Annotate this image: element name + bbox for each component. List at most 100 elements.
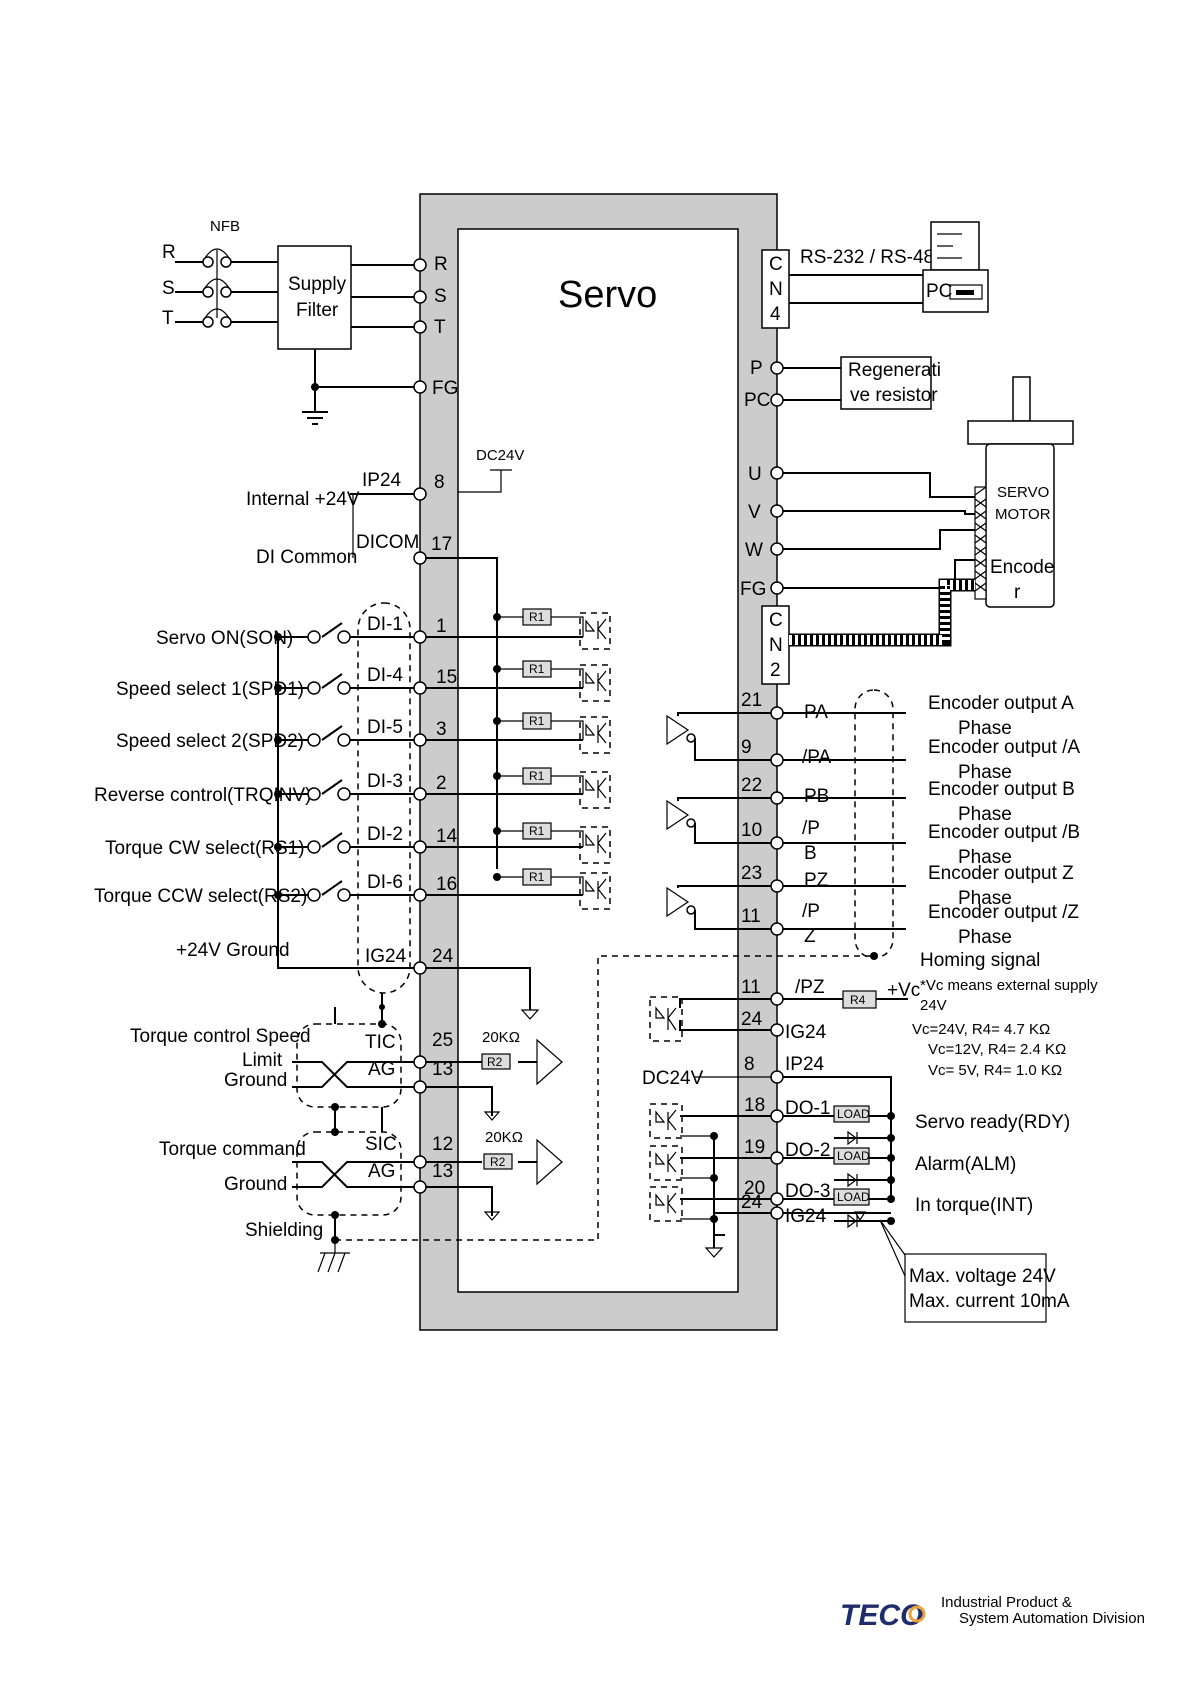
term-fg-motor: FG bbox=[740, 579, 766, 600]
di-pin-number: 16 bbox=[436, 874, 457, 895]
encoder-output-phase: Phase bbox=[958, 847, 1012, 868]
encoder-label2: r bbox=[1014, 582, 1021, 603]
do-output-label: Servo ready(RDY) bbox=[915, 1112, 1070, 1133]
di-external-label: Servo ON(SON) bbox=[156, 628, 293, 649]
load-box bbox=[833, 1147, 870, 1165]
digital-input-row: Servo ON(SON) DI-1 1 bbox=[156, 614, 583, 649]
di-pin-number: 1 bbox=[436, 616, 447, 637]
pin-25: 25 bbox=[432, 1030, 453, 1051]
do-supply-num: 8 bbox=[744, 1054, 755, 1075]
optocoupler-symbol bbox=[585, 670, 607, 692]
optocoupler-box bbox=[649, 1103, 683, 1139]
encoder-output-phase: Phase bbox=[958, 888, 1012, 909]
encoder-pin-name: PZ bbox=[804, 870, 829, 891]
pin-13-a: 13 bbox=[432, 1059, 453, 1080]
r1-wire bbox=[497, 876, 584, 895]
analog-limit-label1: Torque control Speed bbox=[130, 1026, 311, 1047]
rs232-label: RS-232 / RS-485 bbox=[800, 247, 945, 268]
switch-contact bbox=[307, 787, 321, 801]
di-terminal bbox=[413, 888, 427, 902]
cn4-n: N bbox=[769, 279, 783, 300]
load-box bbox=[833, 1188, 870, 1206]
homing-pin-num-2: 24 bbox=[741, 1009, 763, 1030]
r1-resistor bbox=[522, 712, 552, 730]
di-pin-number: 3 bbox=[436, 719, 447, 740]
pin-12: 12 bbox=[432, 1134, 453, 1155]
cn2-n: N bbox=[769, 635, 783, 656]
junction-dot bbox=[710, 1215, 718, 1223]
do-wire bbox=[680, 1157, 891, 1181]
junction-dot bbox=[710, 1132, 718, 1140]
r1-wire bbox=[497, 720, 584, 740]
junction-dot bbox=[887, 1195, 895, 1203]
switch-contact bbox=[337, 733, 351, 747]
switch-contact bbox=[337, 840, 351, 854]
optocoupler-symbol bbox=[655, 1006, 677, 1031]
di-pin-name: DI-1 bbox=[367, 614, 403, 635]
homing-optocoupler bbox=[649, 996, 683, 1042]
ag-pin-1: AG bbox=[368, 1059, 395, 1080]
flyback-diode bbox=[847, 1213, 858, 1229]
optocoupler-box bbox=[649, 1145, 683, 1181]
r1-optocoupler: R1 bbox=[493, 660, 611, 702]
di-switch-line bbox=[278, 622, 414, 638]
do-output-label: In torque(INT) bbox=[915, 1195, 1033, 1216]
r1-optocoupler: R1 bbox=[493, 712, 611, 754]
footer-division-2: System Automation Division bbox=[959, 1610, 1145, 1627]
di-external-label: Speed select 1(SPD1) bbox=[116, 679, 304, 700]
vc-note-2: 24V bbox=[920, 997, 947, 1014]
term-r: R bbox=[434, 254, 448, 275]
homing-pin-2: IG24 bbox=[785, 1022, 827, 1043]
di-external-label: Torque CW select(RS1) bbox=[105, 838, 305, 859]
r1-resistor bbox=[522, 822, 552, 840]
analog-cmd-label1: Torque command bbox=[159, 1139, 306, 1160]
load-label: LOAD bbox=[837, 1107, 870, 1121]
term-s: S bbox=[434, 286, 447, 307]
servo-title: Servo bbox=[558, 274, 657, 316]
shielding-label: Shielding bbox=[245, 1220, 323, 1241]
optocoupler-box bbox=[579, 664, 611, 702]
r2-value-2: 20KΩ bbox=[485, 1129, 523, 1146]
r2-label-2: R2 bbox=[490, 1155, 506, 1169]
junction-dot bbox=[887, 1176, 895, 1184]
term-v: V bbox=[748, 502, 761, 523]
servo-frame bbox=[419, 193, 778, 1331]
do-pin-name: DO-3 bbox=[785, 1181, 830, 1202]
encoder-terminal bbox=[770, 791, 784, 805]
optocoupler-box bbox=[579, 771, 611, 809]
nfb-label: NFB bbox=[210, 218, 240, 235]
encoder-pin-number: 10 bbox=[741, 820, 762, 841]
diagram-static: Servo DC24V NFB R S T Supply Filter R S … bbox=[130, 193, 1145, 1632]
optocoupler-symbol bbox=[585, 618, 607, 640]
optocoupler-box bbox=[649, 996, 683, 1042]
encoder-terminal bbox=[770, 879, 784, 893]
r1-optocoupler: R1 bbox=[493, 822, 611, 864]
homing-pin-num-1: 11 bbox=[741, 977, 761, 998]
do-limits-box bbox=[904, 1253, 1047, 1323]
supply-filter-line2: Filter bbox=[296, 300, 339, 321]
r1-label: R1 bbox=[529, 662, 545, 676]
term-u: U bbox=[748, 464, 762, 485]
ag-pin-2: AG bbox=[368, 1161, 395, 1182]
di-external-label: Reverse control(TRQINV) bbox=[94, 785, 312, 806]
do-supply-pin: IP24 bbox=[785, 1054, 825, 1075]
encoder-output-label: Encoder output A bbox=[928, 693, 1074, 714]
junction-dot bbox=[887, 1112, 895, 1120]
term-p: P bbox=[750, 358, 763, 379]
phase-t: T bbox=[162, 308, 174, 329]
pin-24-left: 24 bbox=[432, 946, 454, 967]
optocoupler-symbol bbox=[585, 878, 607, 900]
do-pin-number: 19 bbox=[744, 1137, 765, 1158]
do-pin-name: DO-1 bbox=[785, 1098, 830, 1119]
di-pin-name: DI-3 bbox=[367, 771, 403, 792]
encoder-pin-name: PB bbox=[804, 786, 829, 807]
r1-label: R1 bbox=[529, 610, 545, 624]
encoder-dashed-group bbox=[854, 689, 894, 959]
vc-table-3: Vc= 5V, R4= 1.0 KΩ bbox=[928, 1062, 1062, 1079]
di-switch-line bbox=[278, 779, 414, 795]
encoder-pin-name: B bbox=[804, 843, 817, 864]
